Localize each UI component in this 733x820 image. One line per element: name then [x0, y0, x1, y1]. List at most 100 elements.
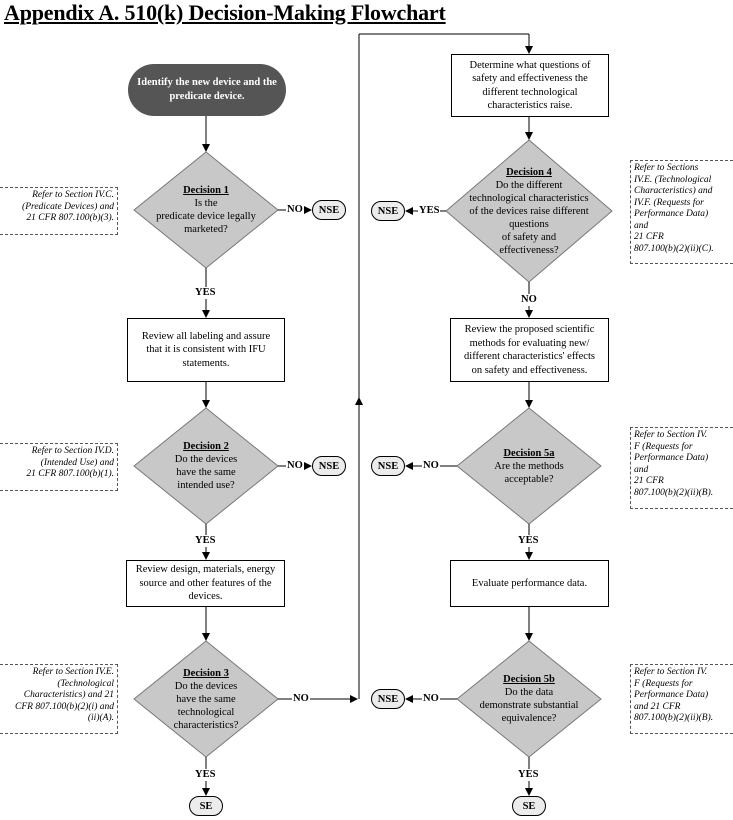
box-line: different characteristics' effects [464, 351, 595, 362]
start-line-1: Identify the new device and the [137, 77, 277, 88]
determine-questions-box: Determine what questions of safety and e… [451, 54, 609, 117]
note-line: (Intended Use) and [40, 457, 114, 468]
nse-terminal-1: NSE [312, 200, 346, 220]
reference-note-3: Refer to Section IV.E. (Technological Ch… [0, 664, 118, 734]
decision-line: effectiveness? [499, 245, 559, 256]
review-methods-box: Review the proposed scientific methods f… [450, 318, 609, 382]
note-line: Refer to Section IV. [634, 667, 708, 677]
reference-note-1: Refer to Section IV.C. (Predicate Device… [0, 187, 118, 235]
note-line: (Predicate Devices) and [22, 201, 114, 212]
decision-line: of the devices raise different [469, 206, 589, 217]
note-line: Characteristics) and [634, 186, 713, 196]
note-line: Refer to Section IV.C. [32, 190, 114, 200]
note-line: Performance Data) [634, 209, 709, 219]
decision-heading: Decision 5a [503, 448, 555, 459]
decision-line: questions [509, 219, 549, 230]
edge-label-yes: YES [194, 287, 217, 299]
review-labeling-box: Review all labeling and assure that it i… [127, 318, 285, 382]
note-line: Refer to Sections [634, 163, 699, 173]
reference-note-5: Refer to Section IV. F (Requests for Per… [630, 427, 733, 509]
edge-label-no: NO [422, 693, 440, 705]
edge-label-yes: YES [517, 769, 540, 781]
decision-line: marketed? [184, 224, 228, 235]
decision-line: acceptable? [504, 474, 554, 485]
box-line: devices. [188, 591, 223, 603]
box-line: different technological [482, 86, 578, 98]
edge-label-no: NO [292, 693, 310, 705]
decision-line: have the same [176, 467, 236, 478]
nse-terminal-2: NSE [312, 456, 346, 476]
decision-line: Are the methods [494, 461, 564, 472]
nse-terminal-4: NSE [371, 456, 405, 476]
reference-note-4: Refer to Sections IV.E. (Technological C… [630, 160, 733, 264]
decision-4-text: Decision 4 Do the different technologica… [459, 166, 599, 257]
box-line: that it is consistent with IFU [146, 344, 266, 356]
box-line: source and other features of the [139, 577, 272, 589]
edge-label-yes: YES [194, 769, 217, 781]
decision-line: have the same [176, 694, 236, 705]
decision-1-text: Decision 1 Is the predicate device legal… [146, 184, 266, 236]
box-line: Determine what questions of [469, 59, 591, 71]
note-line: 21 CFR 807.100(b)(1). [26, 469, 114, 479]
se-terminal-2: SE [512, 796, 546, 816]
note-line: 21 CFR 807.100(b)(3). [26, 213, 114, 223]
note-line: 807.100(b)(2)(ii)(B). [634, 713, 714, 723]
note-line: and [634, 464, 649, 475]
decision-line: demonstrate substantial [479, 700, 579, 711]
decision-line: technological characteristics [469, 193, 589, 204]
decision-3-text: Decision 3 Do the devices have the same … [146, 667, 266, 732]
box-line: Review design, materials, energy [135, 564, 276, 576]
decision-line: Do the devices [174, 681, 238, 692]
edge-label-no: NO [422, 460, 440, 472]
note-line: Refer to Section IV.D. [31, 446, 114, 456]
note-line: Performance Data) [634, 690, 709, 700]
note-line: Refer to Section IV.E. [32, 667, 114, 677]
decision-line: equivalence? [501, 713, 557, 724]
edge-label-yes: YES [517, 535, 540, 547]
decision-line: predicate device legally [156, 211, 256, 222]
note-line: F (Requests for [634, 678, 693, 689]
edge-label-no: NO [520, 294, 538, 306]
note-line: F (Requests for [634, 441, 693, 452]
evaluate-data-box: Evaluate performance data. [450, 560, 609, 607]
decision-5b-text: Decision 5b Do the data demonstrate subs… [469, 673, 589, 725]
start-line-2: predicate device. [169, 91, 245, 102]
note-line: 807.100(b)(2)(ii)(B). [634, 487, 714, 498]
note-line: IV.E. (Technological [634, 174, 712, 185]
decision-line: Do the data [504, 687, 554, 698]
box-line: characteristics raise. [487, 100, 573, 111]
nse-terminal-5: NSE [371, 689, 405, 709]
box-line: on safety and effectiveness. [471, 364, 588, 376]
note-line: (ii)(A). [87, 713, 114, 723]
note-line: and [634, 220, 649, 231]
note-line: 807.100(b)(2)(ii)(C). [634, 243, 714, 254]
decision-line: intended use? [177, 480, 235, 491]
note-line: (Technological [57, 678, 114, 689]
box-line: Evaluate performance data. [471, 577, 588, 589]
decision-line: Is the [194, 198, 218, 209]
note-line: Performance Data) [634, 453, 709, 463]
decision-line: characteristics? [173, 720, 239, 731]
note-line: CFR 807.100(b)(2)(i) and [15, 701, 114, 712]
review-design-box: Review design, materials, energy source … [126, 560, 285, 607]
box-line: methods for evaluating new/ [469, 337, 590, 349]
box-line: Review all labeling and assure [141, 330, 271, 342]
note-line: Characteristics) and 21 [23, 690, 114, 700]
box-line: statements. [182, 357, 230, 369]
note-line: 21 CFR [634, 476, 664, 486]
reference-note-2: Refer to Section IV.D. (Intended Use) an… [0, 443, 118, 491]
decision-heading: Decision 3 [183, 668, 229, 679]
decision-2-text: Decision 2 Do the devices have the same … [146, 440, 266, 492]
decision-heading: Decision 5b [503, 674, 555, 685]
box-line: Review the proposed scientific [464, 324, 595, 335]
edge-label-no: NO [286, 460, 304, 472]
edge-label-yes: YES [194, 535, 217, 547]
note-line: Refer to Section IV. [634, 430, 708, 440]
decision-5a-text: Decision 5a Are the methods acceptable? [469, 447, 589, 486]
decision-heading: Decision 2 [183, 441, 229, 452]
se-terminal-1: SE [189, 796, 223, 816]
box-line: safety and effectiveness the [472, 73, 588, 84]
decision-line: technological [177, 707, 235, 718]
reference-note-6: Refer to Section IV. F (Requests for Per… [630, 664, 733, 734]
